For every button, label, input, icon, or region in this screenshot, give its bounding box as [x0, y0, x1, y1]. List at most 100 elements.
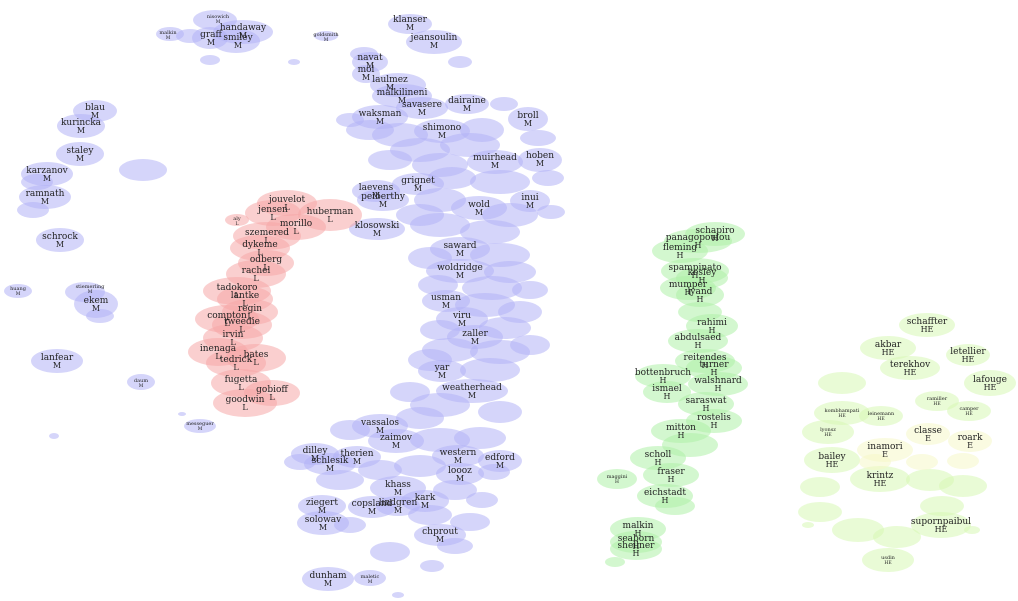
graph-node[interactable]: dairaineM — [448, 96, 486, 113]
graph-node[interactable]: ismaelH — [652, 384, 682, 401]
graph-node[interactable]: zallerM — [462, 329, 488, 346]
graph-node[interactable]: panagopoulouH — [666, 233, 731, 250]
graph-node[interactable]: nisowichM — [207, 14, 230, 25]
graph-node[interactable]: jensenL — [257, 205, 288, 222]
graph-node[interactable]: blauM — [85, 103, 105, 120]
graph-node[interactable]: lantkeL — [231, 291, 259, 308]
graph-node[interactable]: inuiM — [521, 193, 538, 210]
graph-node[interactable]: stiemerlingM — [76, 284, 106, 295]
graph-node[interactable]: karkM — [415, 493, 436, 510]
graph-node[interactable]: ekemM — [84, 296, 109, 313]
graph-node[interactable]: reginL — [238, 304, 262, 321]
graph-node[interactable]: jeansoulinM — [410, 33, 458, 50]
graph-node[interactable]: lyonszHE — [820, 427, 836, 438]
graph-node[interactable]: dilleyM — [303, 446, 329, 463]
graph-node[interactable]: savasereM — [402, 100, 442, 117]
graph-node[interactable]: tedrickL — [220, 355, 253, 372]
graph-node[interactable]: huangM — [10, 286, 27, 297]
graph-node[interactable]: khassM — [385, 480, 411, 497]
graph-node[interactable]: dykemeL — [242, 240, 278, 257]
graph-node[interactable]: terekhovHE — [890, 360, 931, 377]
graph-node[interactable]: inamoriE — [867, 442, 902, 459]
graph-node[interactable]: baileyHE — [818, 452, 846, 469]
graph-node[interactable]: maleticM — [361, 574, 380, 585]
graph-node[interactable]: turnerH — [699, 360, 729, 377]
graph-node[interactable]: lyandH — [688, 287, 713, 304]
graph-node[interactable]: malkilineniM — [377, 88, 428, 105]
graph-node[interactable]: seabornH — [618, 534, 655, 551]
graph-node[interactable]: sawardM — [443, 241, 476, 258]
graph-node[interactable]: kurinckaM — [61, 118, 102, 135]
graph-node[interactable]: vassalosM — [360, 418, 399, 435]
graph-node[interactable]: ramillerHE — [927, 396, 948, 407]
graph-node[interactable]: fraserH — [657, 467, 685, 484]
graph-node[interactable]: shellnerH — [618, 541, 656, 558]
graph-node[interactable]: kombhampatiHE — [825, 408, 860, 419]
graph-node[interactable]: rahimiH — [697, 318, 727, 335]
graph-node[interactable]: copslandM — [352, 499, 393, 516]
graph-node[interactable]: rostelisH — [697, 413, 731, 430]
graph-node[interactable]: letellierHE — [950, 347, 986, 364]
graph-node[interactable]: handawayM — [220, 23, 267, 40]
graph-node[interactable]: spampinatoH — [668, 263, 721, 280]
graph-node[interactable]: abdulsaedH — [675, 333, 722, 350]
graph-node[interactable]: waksmanM — [359, 109, 402, 126]
graph-node[interactable]: tadokoroL — [217, 283, 258, 300]
graph-node[interactable]: mittonH — [666, 423, 696, 440]
graph-node[interactable]: goodwinL — [226, 395, 265, 412]
graph-node[interactable]: viruM — [452, 311, 471, 328]
graph-node[interactable]: looozM — [448, 466, 472, 483]
graph-node[interactable]: woldridgeM — [437, 263, 483, 280]
graph-node[interactable]: jouvelotL — [268, 195, 306, 212]
graph-node[interactable]: molM — [358, 65, 375, 82]
graph-node[interactable]: peiberthyM — [361, 192, 406, 209]
graph-node[interactable]: woldM — [468, 200, 490, 217]
graph-node[interactable]: chproutM — [422, 527, 458, 544]
graph-node[interactable]: usdinHE — [881, 555, 896, 566]
graph-node[interactable]: camperHE — [959, 406, 979, 417]
graph-node[interactable]: krintzHE — [867, 471, 894, 488]
graph-node[interactable]: karzanovM — [26, 166, 68, 183]
graph-node[interactable]: klanserM — [393, 15, 427, 32]
graph-node[interactable]: magginiH — [607, 474, 628, 485]
graph-node[interactable]: westernM — [440, 448, 477, 465]
graph-node[interactable]: therienM — [340, 449, 373, 466]
graph-node[interactable]: kesleyH — [688, 268, 718, 285]
graph-node[interactable]: malkinM — [159, 30, 177, 41]
graph-node[interactable]: leinemannHE — [868, 411, 895, 422]
graph-node[interactable]: batesL — [244, 350, 269, 367]
graph-node[interactable]: inenagaL — [200, 344, 237, 361]
graph-node[interactable]: schaffterHE — [907, 317, 948, 334]
graph-node[interactable]: hubermanL — [307, 207, 354, 224]
graph-node[interactable]: shimonoM — [423, 123, 461, 140]
graph-node[interactable]: lindgrenM — [379, 498, 418, 515]
graph-node[interactable]: akbarHE — [875, 340, 902, 357]
graph-node[interactable]: ramnathM — [26, 189, 65, 206]
graph-node[interactable]: odbergL — [250, 255, 283, 272]
graph-node[interactable]: schlesikM — [312, 456, 349, 473]
graph-node[interactable]: reitendesH — [684, 353, 727, 370]
graph-node[interactable]: hobenM — [526, 151, 554, 168]
graph-node[interactable]: supornpaibulHE — [911, 517, 971, 534]
graph-node[interactable]: schapiroH — [695, 226, 734, 243]
graph-node[interactable]: weatherheadM — [442, 383, 502, 400]
graph-node[interactable]: smileyM — [223, 33, 253, 50]
graph-node[interactable]: bottenbruchH — [635, 368, 691, 385]
graph-node[interactable]: graffM — [200, 30, 222, 47]
graph-node[interactable]: rachelL — [242, 266, 271, 283]
graph-node[interactable]: tweedieL — [224, 317, 260, 334]
graph-node[interactable]: malkinH — [623, 521, 654, 538]
graph-node[interactable]: daumM — [134, 378, 148, 389]
graph-node[interactable]: schollH — [645, 450, 672, 467]
graph-node[interactable]: navatM — [357, 53, 383, 70]
graph-node[interactable]: dunhamM — [309, 571, 347, 588]
graph-node[interactable]: gobioffL — [256, 385, 288, 402]
graph-node[interactable]: comptonL — [207, 311, 247, 328]
graph-node[interactable]: edfordM — [485, 453, 515, 470]
graph-node[interactable]: saraswatH — [686, 396, 727, 413]
graph-node[interactable]: solowavM — [305, 515, 342, 532]
graph-node[interactable]: laulmezM — [372, 75, 408, 92]
graph-node[interactable]: eichstadtH — [644, 488, 686, 505]
graph-node[interactable]: zaimovM — [380, 433, 413, 450]
graph-node[interactable]: brollM — [517, 111, 538, 128]
